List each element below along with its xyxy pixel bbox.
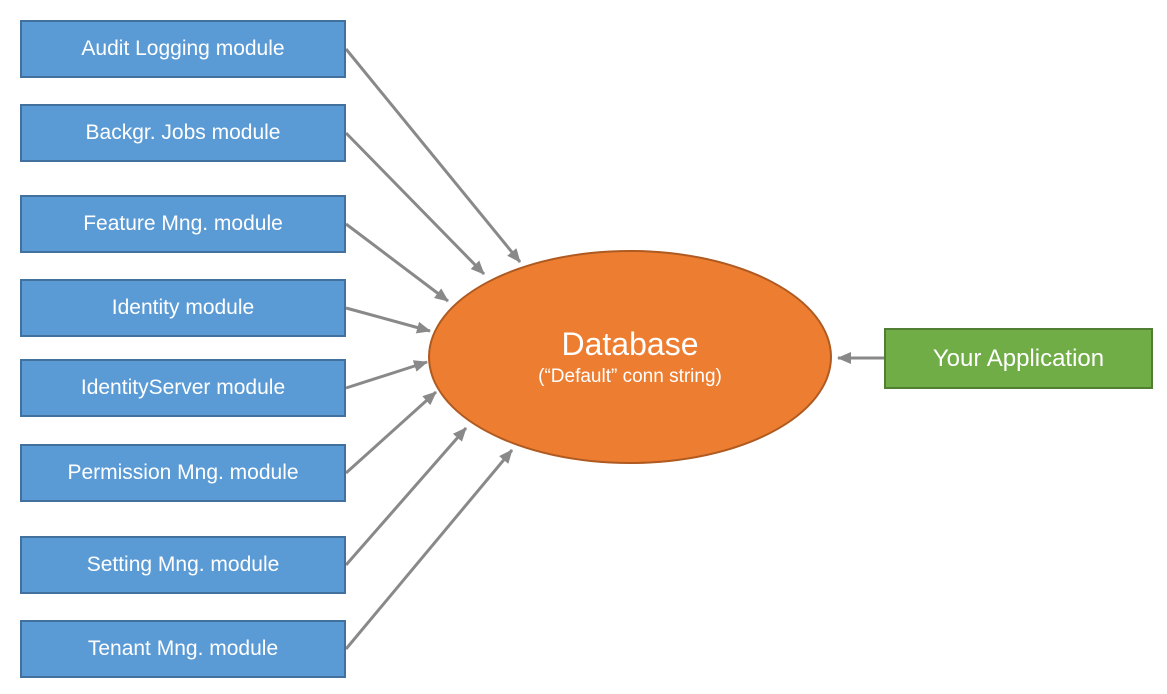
module-label: Audit Logging module — [81, 37, 285, 60]
module-label: Feature Mng. module — [83, 212, 283, 235]
module-box-audit-logging: Audit Logging module — [20, 20, 346, 78]
your-application-box: Your Application — [884, 328, 1153, 389]
module-box-identity: Identity module — [20, 279, 346, 337]
connector-arrow-identityserver — [345, 360, 428, 390]
your-application-label: Your Application — [932, 344, 1105, 372]
database-subtitle: (“Default” conn string) — [538, 365, 722, 387]
connector-arrow-setting-mng — [344, 427, 468, 566]
connector-arrow-audit-logging — [344, 48, 522, 263]
module-label: Backgr. Jobs module — [85, 121, 281, 144]
module-box-identityserver: IdentityServer module — [20, 359, 346, 417]
module-box-permission-mng: Permission Mng. module — [20, 444, 346, 502]
module-label: Permission Mng. module — [67, 461, 299, 484]
module-box-backgr-jobs: Backgr. Jobs module — [20, 104, 346, 162]
module-box-setting-mng: Setting Mng. module — [20, 536, 346, 594]
connector-arrow-backgr-jobs — [344, 131, 486, 276]
module-box-tenant-mng: Tenant Mng. module — [20, 620, 346, 678]
module-label: Setting Mng. module — [86, 553, 280, 576]
database-title: Database — [561, 325, 699, 362]
module-label: IdentityServer module — [80, 376, 286, 399]
module-box-feature-mng: Feature Mng. module — [20, 195, 346, 253]
module-label: Tenant Mng. module — [87, 637, 279, 660]
connector-arrow-permission-mng — [344, 390, 438, 475]
connector-arrow-identity — [345, 306, 431, 334]
connector-arrow-feature-mng — [345, 222, 449, 303]
module-label: Identity module — [111, 296, 255, 319]
connector-arrow-tenant-mng — [344, 449, 514, 650]
database-ellipse: Database (“Default” conn string) — [428, 250, 832, 464]
